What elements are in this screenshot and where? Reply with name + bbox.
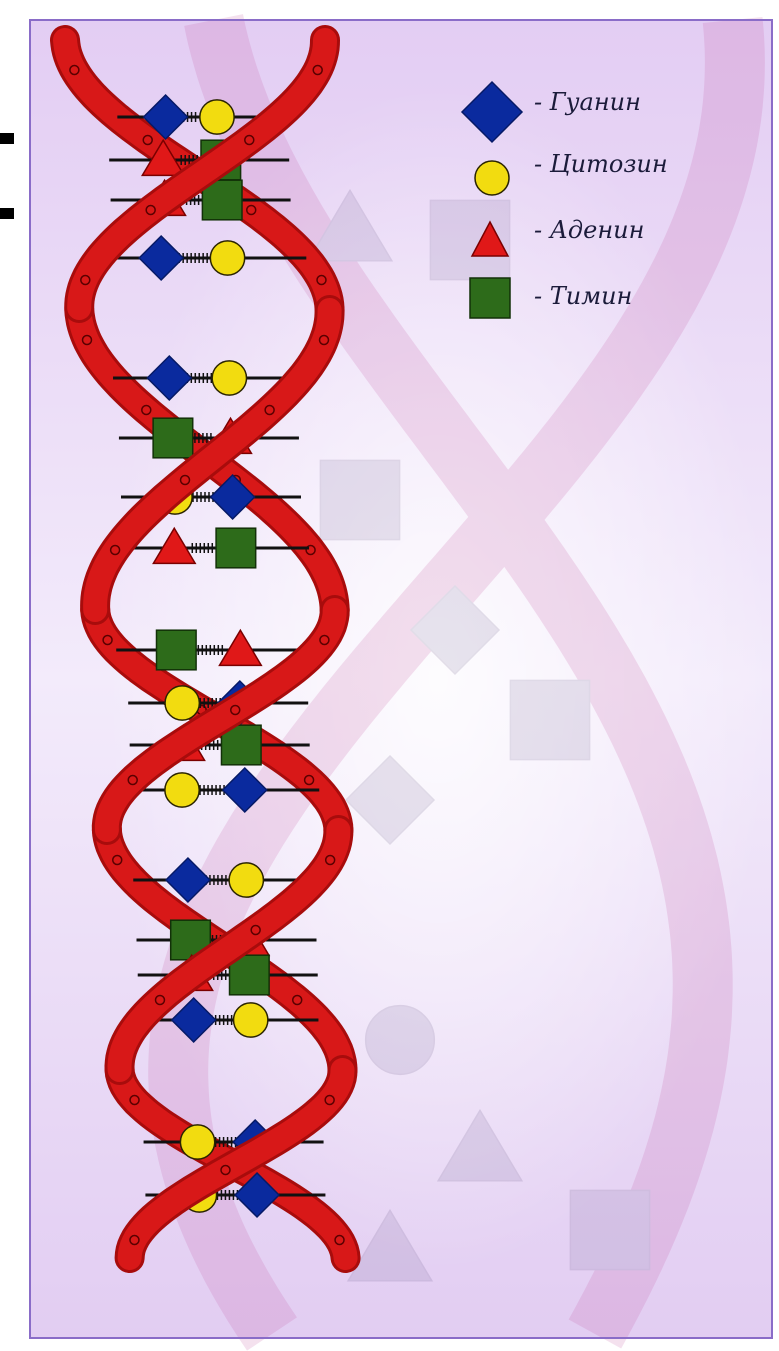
guanine-diamond-icon xyxy=(460,80,524,144)
strand-b-segment xyxy=(83,298,342,622)
adenine-triangle-icon xyxy=(470,220,510,257)
legend-label-thymine: - Тимин xyxy=(534,282,632,310)
strand-dot xyxy=(316,274,327,286)
legend-item-adenine: - Аденин xyxy=(470,216,644,257)
strand-dot xyxy=(324,1094,335,1106)
cytosine-circle-icon xyxy=(474,160,510,196)
ghost-triangle xyxy=(306,188,394,262)
base-diamond xyxy=(221,766,268,814)
strand-dot xyxy=(220,1164,231,1176)
strand-dot xyxy=(81,334,93,346)
ghost-diamond xyxy=(344,754,436,846)
strand-b-segment xyxy=(107,818,351,1082)
ghost-square xyxy=(569,1189,651,1271)
legend-item-guanine: - Гуанин xyxy=(460,80,641,144)
edge-mark-top xyxy=(0,133,14,144)
strand-dot xyxy=(291,994,303,1006)
base-circle xyxy=(164,772,200,808)
base-pair xyxy=(113,354,301,402)
dna-strand-front xyxy=(64,25,358,1273)
base-triangle xyxy=(140,138,186,177)
legend-label-guanine: - Гуанин xyxy=(534,88,641,116)
base-pair xyxy=(116,628,317,671)
panel-border xyxy=(29,19,773,1339)
strand-dot xyxy=(319,634,330,646)
strand-dot xyxy=(264,404,275,416)
strand-dot xyxy=(318,334,330,346)
strand-dot xyxy=(69,64,80,76)
ghost-square xyxy=(509,679,591,761)
base-circle xyxy=(209,240,246,276)
base-square xyxy=(215,527,257,569)
strand-dot xyxy=(334,1234,345,1246)
base-circle xyxy=(199,99,235,135)
strand-a-segment xyxy=(94,598,347,842)
base-square xyxy=(152,417,194,459)
strand-dot xyxy=(145,204,156,216)
ghost-circle xyxy=(364,1004,436,1076)
strand-dot xyxy=(229,704,241,716)
base-circle xyxy=(164,685,201,721)
base-triangle xyxy=(152,526,197,565)
legend-label-cytosine: - Цитозин xyxy=(534,150,668,178)
strand-dot xyxy=(142,134,153,146)
base-diamond xyxy=(164,856,212,904)
strand-dot xyxy=(102,634,113,646)
base-diamond xyxy=(142,93,189,141)
ghost-diamond xyxy=(409,584,501,676)
legend: - Гуанин - Цитозин - Аденин - Тимин xyxy=(460,80,668,319)
strand-dot xyxy=(109,544,121,556)
base-diamond xyxy=(233,1171,281,1219)
strand-dot xyxy=(250,924,261,936)
legend-label-adenine: - Аденин xyxy=(534,216,644,244)
legend-item-thymine: - Тимин xyxy=(469,277,632,319)
strand-dot xyxy=(129,1234,140,1246)
strand-a-segment xyxy=(67,28,337,320)
ghost-triangle xyxy=(436,1108,524,1182)
edge-mark-bottom xyxy=(0,208,14,219)
ghost-triangle xyxy=(346,1208,434,1282)
strand-dot xyxy=(80,274,91,286)
strand-dot xyxy=(245,204,257,216)
legend-item-cytosine: - Цитозин xyxy=(474,150,668,196)
strand-dot xyxy=(305,544,316,556)
strand-dot xyxy=(111,854,123,866)
base-pair xyxy=(116,526,310,569)
base-circle xyxy=(228,862,265,898)
base-diamond xyxy=(138,234,185,282)
base-pair xyxy=(117,93,279,141)
base-pair xyxy=(140,996,319,1044)
base-square xyxy=(155,629,197,671)
base-pair xyxy=(123,766,320,814)
base-circle xyxy=(232,1002,269,1038)
base-circle xyxy=(211,360,248,396)
strand-dot xyxy=(154,994,166,1006)
thymine-square-icon xyxy=(469,277,511,319)
ghost-strand xyxy=(148,17,765,1351)
strand-dot xyxy=(129,1094,140,1106)
strand-dot xyxy=(324,854,336,866)
strand-dot xyxy=(312,64,323,76)
strand-dot xyxy=(244,134,255,146)
strand-dot xyxy=(127,774,138,786)
strand-dot xyxy=(141,404,152,416)
base-triangle xyxy=(218,628,263,667)
panel xyxy=(29,14,773,1351)
base-pair xyxy=(133,856,316,904)
strand-dot xyxy=(179,474,191,486)
strand-a-segment xyxy=(117,1058,355,1270)
base-diamond xyxy=(209,473,256,521)
base-pair xyxy=(98,234,307,282)
base-circle xyxy=(179,1124,216,1160)
strand-dot xyxy=(303,774,315,786)
ghost-square xyxy=(319,459,401,541)
base-diamond xyxy=(146,354,193,402)
base-diamond xyxy=(170,996,217,1044)
